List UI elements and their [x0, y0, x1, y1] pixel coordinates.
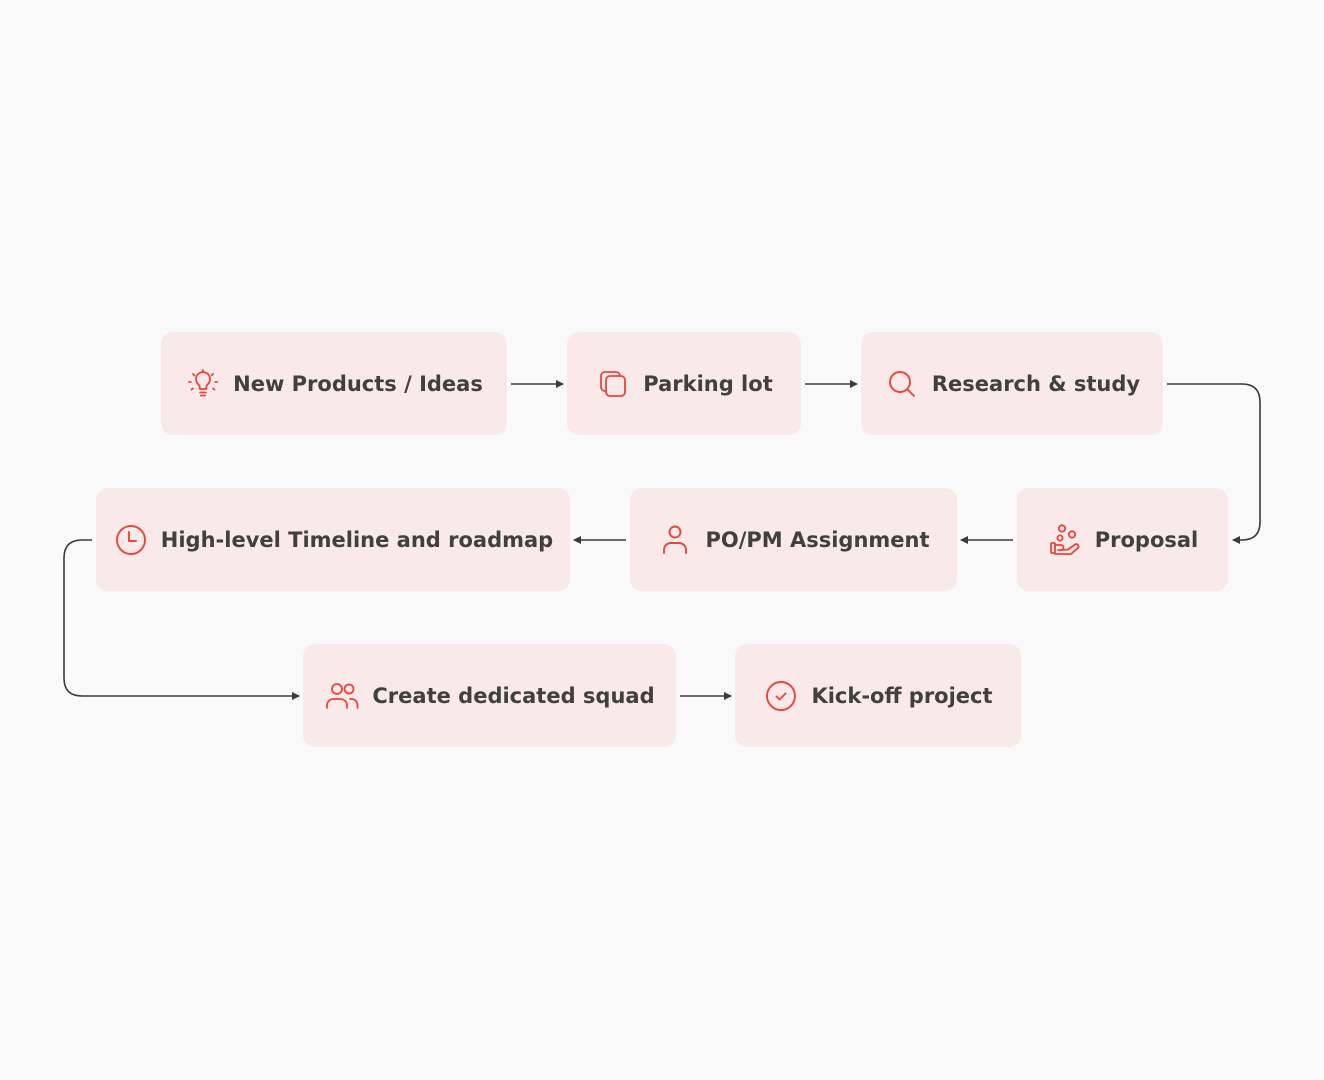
node-proposal[interactable]: Proposal [1017, 488, 1228, 591]
node-po-pm-assignment[interactable]: PO/PM Assignment [630, 488, 957, 591]
search-icon [884, 366, 920, 402]
node-label: Create dedicated squad [372, 683, 655, 708]
node-new-products[interactable]: New Products / Ideas [161, 332, 507, 435]
users-icon [324, 678, 360, 714]
clock-icon [113, 522, 149, 558]
copy-icon [595, 366, 631, 402]
node-kickoff[interactable]: Kick-off project [735, 644, 1021, 747]
hand-coins-icon [1047, 522, 1083, 558]
node-label: New Products / Ideas [233, 371, 483, 396]
node-label: PO/PM Assignment [705, 527, 930, 552]
node-label: Proposal [1094, 527, 1199, 552]
lightbulb-icon [185, 366, 221, 402]
node-research[interactable]: Research & study [861, 332, 1163, 435]
node-label: High-level Timeline and roadmap [160, 527, 554, 552]
node-label: Kick-off project [811, 683, 993, 708]
node-create-squad[interactable]: Create dedicated squad [303, 644, 676, 747]
check-circle-icon [763, 678, 799, 714]
user-icon [657, 522, 693, 558]
node-label: Research & study [931, 371, 1141, 396]
node-label: Parking lot [643, 371, 773, 396]
node-parking-lot[interactable]: Parking lot [567, 332, 801, 435]
node-timeline[interactable]: High-level Timeline and roadmap [96, 488, 570, 591]
